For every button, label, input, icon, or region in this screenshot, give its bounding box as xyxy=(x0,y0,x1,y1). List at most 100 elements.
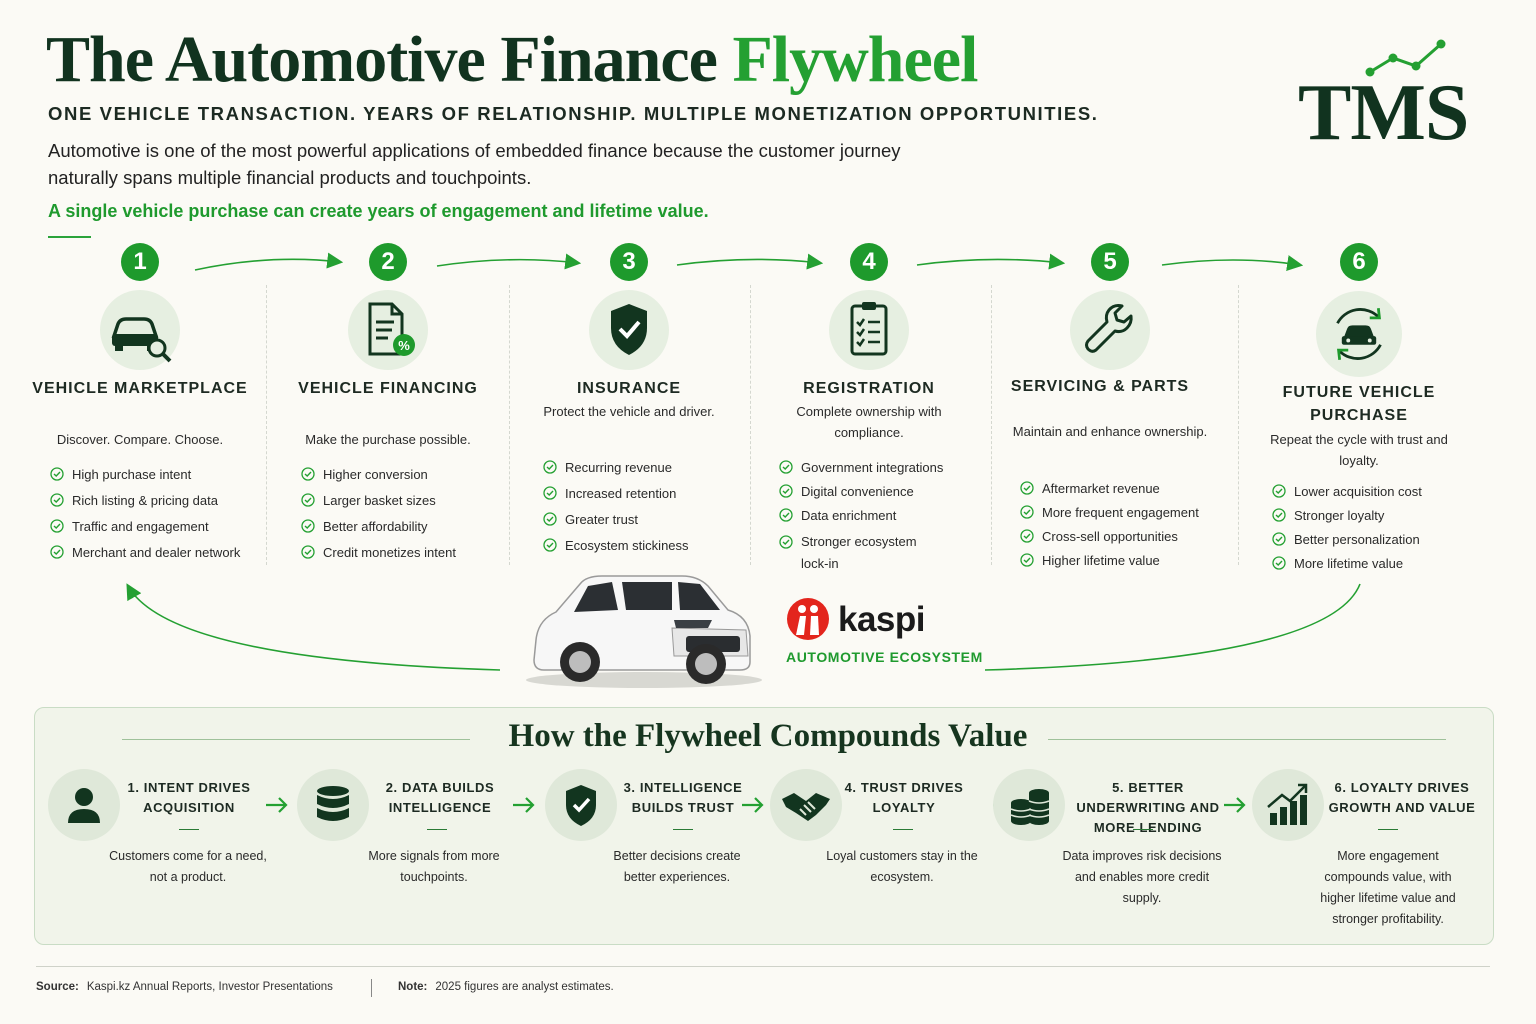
step-description: Better decisions create better experienc… xyxy=(613,849,741,884)
stage-description: Maintain and enhance ownership. xyxy=(1012,424,1208,439)
column-divider xyxy=(1238,285,1239,565)
column-divider xyxy=(991,285,992,565)
divider xyxy=(427,829,447,830)
step-title: 5. BETTER UNDERWRITING AND MORE LENDING xyxy=(1076,780,1220,835)
check-circle-icon xyxy=(50,493,64,507)
document-percent-icon: % xyxy=(348,290,428,370)
arrow-right-icon xyxy=(513,797,535,813)
check-circle-icon xyxy=(779,508,793,522)
check-circle-icon xyxy=(543,538,557,552)
list-item: Rich listing & pricing data xyxy=(50,492,240,509)
divider xyxy=(48,236,91,238)
list-item: Government integrations xyxy=(779,459,979,476)
list-item: More frequent engagement xyxy=(1020,504,1199,521)
check-circle-icon xyxy=(50,519,64,533)
stage-title: VEHICLE MARKETPLACE xyxy=(32,380,248,397)
suv-car-image xyxy=(526,575,762,688)
check-circle-icon xyxy=(301,467,315,481)
step-description: Data improves risk decisions and enables… xyxy=(1062,849,1222,905)
page-title: The Automotive Finance Flywheel xyxy=(46,23,978,96)
arrow-right-icon xyxy=(266,797,288,813)
check-circle-icon xyxy=(543,460,557,474)
compounding-panel xyxy=(34,707,1494,945)
divider xyxy=(122,739,470,740)
page-subtitle: ONE VEHICLE TRANSACTION. YEARS OF RELATI… xyxy=(48,103,1099,124)
divider xyxy=(1133,829,1153,830)
list-item: Cross-sell opportunities xyxy=(1020,528,1199,545)
divider xyxy=(36,966,1490,967)
arrow-right-icon xyxy=(742,797,764,813)
check-circle-icon xyxy=(1272,508,1286,522)
divider xyxy=(371,979,372,997)
check-circle-icon xyxy=(1272,484,1286,498)
list-item: High purchase intent xyxy=(50,466,240,483)
list-item: Ecosystem stickiness xyxy=(543,537,689,554)
list-item: Credit monetizes intent xyxy=(301,544,456,561)
stage-benefits: Lower acquisition cost Stronger loyalty … xyxy=(1272,483,1422,581)
database-icon xyxy=(297,769,369,841)
column-divider xyxy=(750,285,751,565)
check-circle-icon xyxy=(1020,505,1034,519)
column-divider xyxy=(266,285,267,565)
step-number: 2 xyxy=(369,243,407,281)
divider xyxy=(179,829,199,830)
step-description: More signals from more touchpoints. xyxy=(368,849,500,884)
divider xyxy=(673,829,693,830)
list-item: Stronger ecosystem lock-in xyxy=(779,531,929,575)
coins-stack-icon xyxy=(993,769,1065,841)
stage-title: SERVICING & PARTS xyxy=(1010,378,1190,395)
check-circle-icon xyxy=(50,545,64,559)
step-description: Loyal customers stay in the ecosystem. xyxy=(826,849,978,884)
kaspi-brand-name: kaspi xyxy=(838,600,926,639)
step-number: 5 xyxy=(1091,243,1129,281)
clipboard-checklist-icon xyxy=(829,290,909,370)
ecosystem-label: AUTOMOTIVE ECOSYSTEM xyxy=(786,649,983,665)
check-circle-icon xyxy=(543,486,557,500)
stage-benefits: Aftermarket revenue More frequent engage… xyxy=(1020,480,1199,578)
trend-line-icon xyxy=(1365,39,1446,77)
person-icon xyxy=(48,769,120,841)
stage-description: Make the purchase possible. xyxy=(305,432,471,447)
check-circle-icon xyxy=(779,484,793,498)
stage-description: Repeat the cycle with trust and loyalty. xyxy=(1270,432,1448,468)
list-item: Higher conversion xyxy=(301,466,456,483)
column-divider xyxy=(509,285,510,565)
list-item: Merchant and dealer network xyxy=(50,544,240,561)
divider xyxy=(893,829,913,830)
brand-logo: TMS xyxy=(1298,69,1469,157)
stage-description: Discover. Compare. Choose. xyxy=(56,432,224,447)
check-circle-icon xyxy=(779,460,793,474)
check-circle-icon xyxy=(779,535,793,549)
list-item: Increased retention xyxy=(543,485,689,502)
list-item: Stronger loyalty xyxy=(1272,507,1422,524)
shield-check-icon xyxy=(545,769,617,841)
stage-description: Complete ownership with compliance. xyxy=(796,404,942,440)
intro-paragraph: Automotive is one of the most powerful a… xyxy=(48,140,901,188)
stage-title: VEHICLE FINANCING xyxy=(298,380,478,397)
stage-benefits: Higher conversion Larger basket sizes Be… xyxy=(301,466,456,570)
step-number: 4 xyxy=(850,243,888,281)
kaspi-logo-icon xyxy=(787,598,829,640)
check-circle-icon xyxy=(301,493,315,507)
list-item: Data enrichment xyxy=(779,507,979,524)
stage-title: REGISTRATION xyxy=(803,380,935,397)
list-item: Greater trust xyxy=(543,511,689,528)
footer-source: Source:Kaspi.kz Annual Reports, Investor… xyxy=(36,981,333,993)
stage-vehicle-financing: 2 % VEHICLE FINANCING Make the purchase … xyxy=(268,0,508,600)
step-description: More engagement compounds value, with hi… xyxy=(1320,849,1456,926)
check-circle-icon xyxy=(1272,532,1286,546)
svg-text:%: % xyxy=(398,338,410,353)
stage-registration: 4 REGISTRATION Complete ownership with c… xyxy=(749,0,989,600)
check-circle-icon xyxy=(301,545,315,559)
stage-title: INSURANCE xyxy=(576,380,682,397)
step-title: 4. TRUST DRIVES LOYALTY xyxy=(844,780,964,815)
divider xyxy=(1378,829,1398,830)
step-title: 2. DATA BUILDS INTELLIGENCE xyxy=(385,780,495,815)
check-circle-icon xyxy=(543,512,557,526)
check-circle-icon xyxy=(50,467,64,481)
check-circle-icon xyxy=(1020,481,1034,495)
handshake-icon xyxy=(770,769,842,841)
stage-servicing-parts: 5 SERVICING & PARTS Maintain and enhance… xyxy=(990,0,1230,600)
step-number: 6 xyxy=(1340,243,1378,281)
list-item: Recurring revenue xyxy=(543,459,689,476)
